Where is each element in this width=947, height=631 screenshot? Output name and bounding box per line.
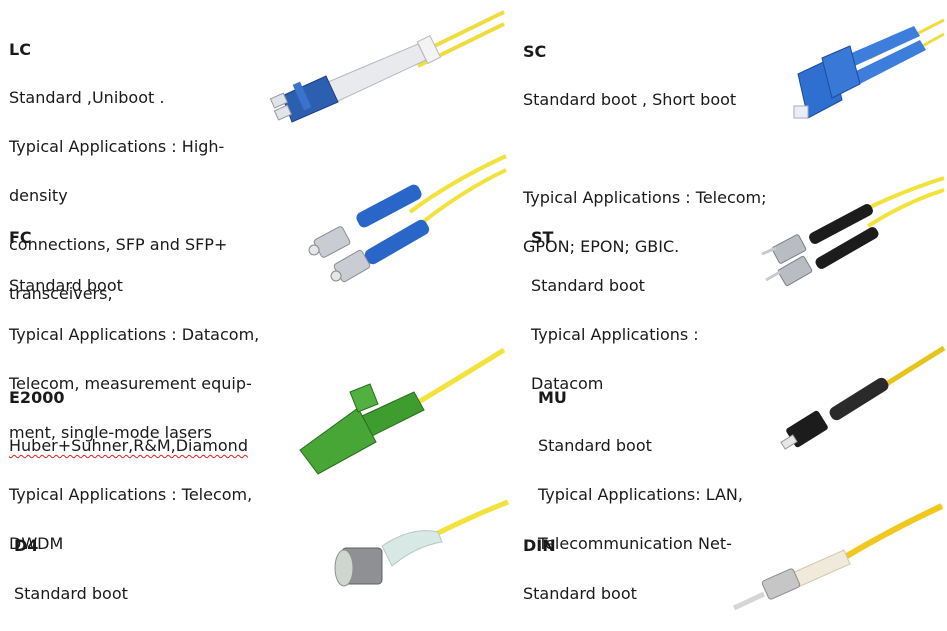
description-line: ment, single-mode lasers: [9, 423, 212, 442]
description-line: density: [9, 186, 68, 205]
din-connector-icon: [730, 500, 944, 624]
lc-connector-icon: [268, 4, 508, 126]
connector-mu-block: MU Standard boot Typical Applications: L…: [538, 361, 768, 581]
description-line: Typical Applications : Telecom;: [523, 188, 767, 207]
description-line: Standard boot: [538, 436, 652, 455]
description-line: transceivers,: [9, 284, 113, 303]
connector-title: DIN: [523, 535, 556, 555]
description-line: Huber+Suhner,R&M,Diamond: [9, 436, 248, 455]
connector-sc-block: SC Standard boot , Short boot Typical Ap…: [523, 15, 783, 284]
e2000-connector-icon: [292, 346, 506, 480]
description-line: Typical Applications : High-: [9, 137, 225, 156]
connector-e2000-block: E2000 Huber+Suhner,R&M,Diamond Typical A…: [9, 361, 269, 581]
description-line: Datacom: [531, 374, 604, 393]
connector-din-block: DIN Standard boot: [523, 509, 723, 631]
description-line: Standard boot: [14, 584, 128, 603]
description-line: GPON; EPON; GBIC.: [523, 237, 680, 256]
description-line: Typical Applications: LAN,: [538, 485, 743, 504]
connector-d4-block: D4 Standard boot: [14, 509, 214, 631]
connector-title: ST: [531, 227, 554, 247]
description-line: Standard ,Uniboot .: [9, 88, 165, 107]
description-line: Standard boot: [523, 584, 637, 603]
description-line: Telecom, measurement equip-: [9, 374, 252, 393]
connector-title: FC: [9, 227, 32, 247]
description-line: Typical Applications : Telecom,: [9, 485, 253, 504]
description-line: DWDM: [9, 534, 64, 553]
connector-title: D4: [14, 535, 39, 555]
mu-connector-icon: [780, 344, 946, 460]
description-line: Typical Applications :: [531, 325, 699, 344]
description-line: [523, 137, 783, 162]
description-line: Telecommunication Net-: [538, 534, 732, 553]
description-line: Standard boot , Short boot: [523, 90, 737, 109]
sc-connector-icon: [780, 18, 946, 130]
description-line: Standard boot: [9, 276, 123, 295]
connector-st-block: ST Standard boot Typical Applications : …: [531, 201, 731, 421]
fc-connector-icon: [300, 152, 510, 288]
description-line: Standard boot: [531, 276, 645, 295]
connector-title: LC: [9, 39, 31, 59]
d4-connector-icon: [322, 496, 512, 596]
description-line: Typical Applications : Datacom,: [9, 325, 260, 344]
connector-fc-block: FC Standard boot Typical Applications : …: [9, 201, 274, 470]
connector-lc-block: LC Standard ,Uniboot . Typical Applicati…: [9, 13, 264, 331]
connector-title: SC: [523, 41, 547, 61]
connector-title: E2000: [9, 387, 65, 407]
description-line: connections, SFP and SFP+: [9, 235, 228, 254]
connector-title: MU: [538, 387, 567, 407]
st-connector-icon: [760, 172, 946, 296]
